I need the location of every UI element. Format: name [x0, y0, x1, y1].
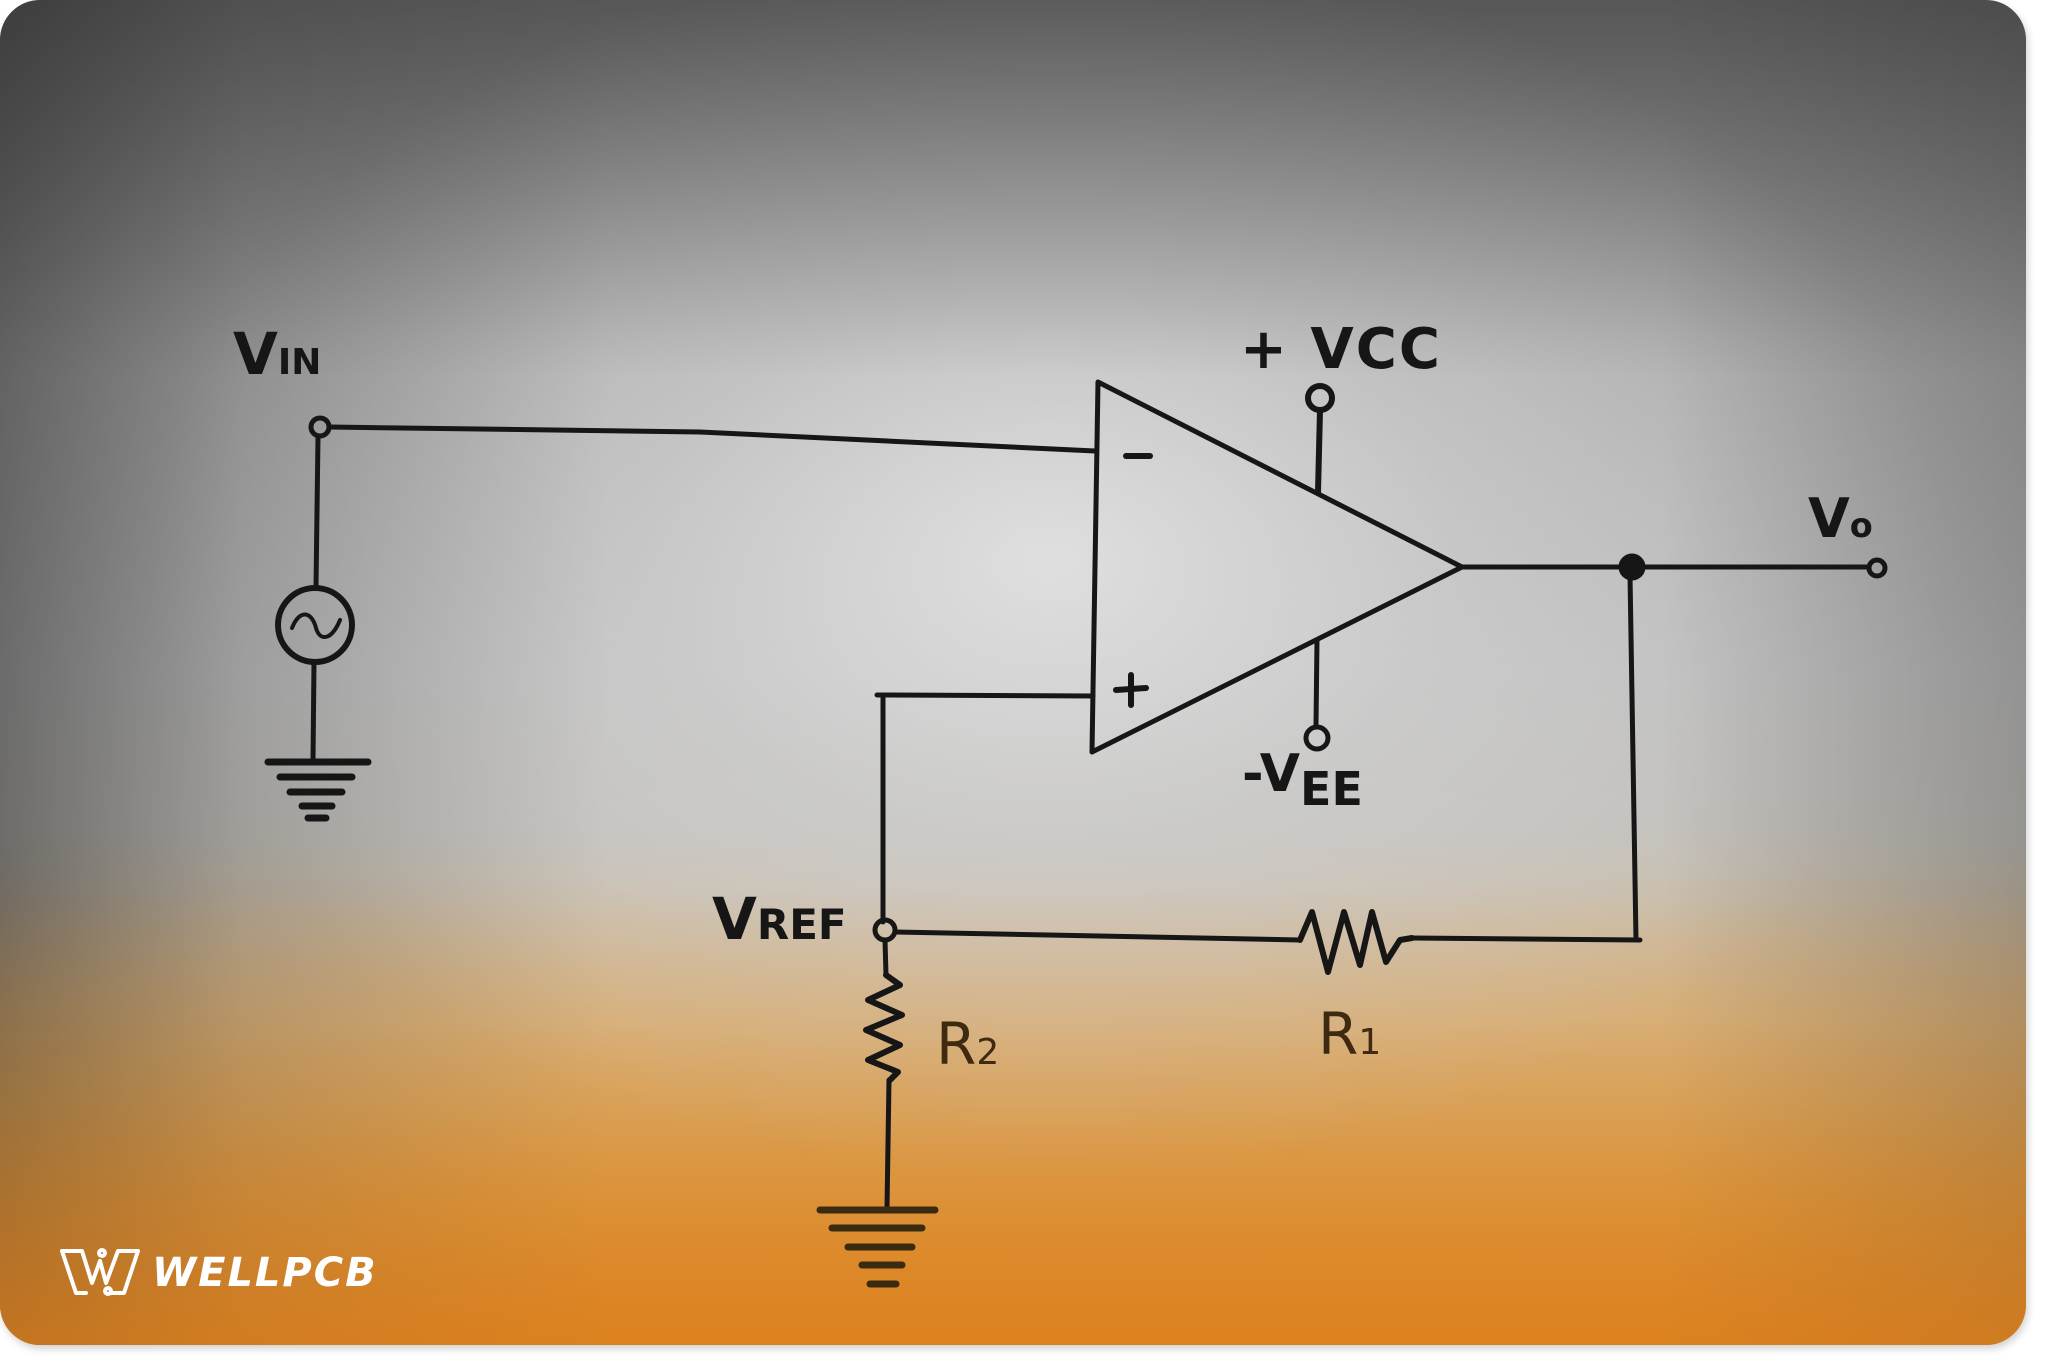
ground-2-icon: [816, 1206, 939, 1288]
r1-label: R1: [1318, 1005, 1381, 1063]
schematic-drawing: [264, 379, 1888, 1288]
vo-label-sub: o: [1849, 506, 1873, 545]
wellpcb-logo: WELLPCB: [60, 1243, 378, 1303]
vcc-supply: [1305, 383, 1335, 495]
vee-label-prefix: -V: [1242, 744, 1301, 804]
r1-label-main: R: [1318, 1000, 1359, 1068]
vref-label: VREF: [712, 890, 847, 948]
vo-terminal-icon: [1866, 557, 1888, 579]
ac-source-icon: [275, 585, 355, 763]
vee-label: -VEE: [1242, 748, 1363, 812]
wellpcb-logo-mark-icon: [60, 1248, 140, 1296]
r2-label-sub: 2: [976, 1032, 1000, 1073]
wellpcb-logo-text: WELLPCB: [152, 1250, 378, 1296]
r1-label-sub: 1: [1358, 1022, 1382, 1063]
vin-label: VIN: [233, 325, 321, 383]
opamp-triangle-icon: [1089, 379, 1465, 755]
vee-label-sub: EE: [1300, 762, 1363, 816]
output-net: [1459, 553, 1888, 943]
vin-net: [308, 415, 1098, 590]
r2-label: R2: [936, 1015, 999, 1073]
r2-label-main: R: [936, 1010, 977, 1078]
vo-label-main: V: [1808, 487, 1850, 550]
vref-label-sub: REF: [756, 900, 847, 949]
vin-label-main: V: [233, 320, 278, 388]
diagram-card: VIN + VCC -VEE Vo VREF R1 R2 WELLPCB: [0, 0, 2026, 1345]
vref-label-main: V: [712, 885, 757, 953]
noninverting-sign-icon: [1113, 672, 1149, 708]
feedback-net: [872, 692, 1643, 975]
vin-to-inverting-wire: [326, 424, 1098, 454]
vcc-label: + VCC: [1240, 317, 1442, 382]
vin-to-source-wire: [313, 433, 321, 590]
vin-label-sub: IN: [277, 342, 322, 383]
r2-branch: [863, 937, 905, 1211]
vee-supply: [1303, 637, 1331, 752]
vin-terminal-icon: [308, 415, 332, 439]
r2-resistor-icon: [863, 972, 905, 1083]
ground-icon: [264, 758, 372, 822]
vee-terminal-icon: [1303, 724, 1331, 752]
r1-resistor-icon: [1297, 909, 1415, 975]
vcc-terminal-icon: [1305, 383, 1335, 413]
vo-label: Vo: [1808, 492, 1873, 546]
